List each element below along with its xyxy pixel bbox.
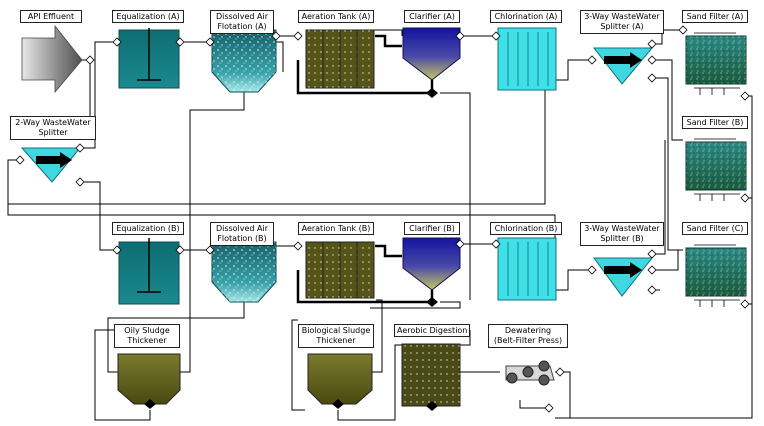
splitter-3way-a[interactable] — [592, 47, 654, 85]
label-daf-a: Dissolved Air Flotation (A) — [210, 10, 274, 34]
splitter-3way-b[interactable] — [593, 257, 654, 297]
mixer-icon — [137, 28, 161, 81]
pipe-network — [7, 29, 753, 421]
label-daf-b: Dissolved Air Flotation (B) — [210, 222, 274, 246]
label-api-effluent: API Effluent — [20, 10, 82, 23]
label-chlorination-b: Chlorination (B) — [490, 222, 562, 235]
label-daf-a-line2: Flotation (A) — [217, 22, 267, 31]
sand-filter-b[interactable] — [685, 138, 747, 201]
aerobic-digestion-tank[interactable] — [401, 343, 461, 407]
label-sand-a: Sand Filter (A) — [682, 10, 748, 23]
belt-filter-press[interactable] — [505, 360, 555, 386]
label-oily-sludge: Oily Sludge Thickener — [114, 324, 180, 348]
flow-arrow-icon — [604, 52, 642, 68]
sand-filter-a[interactable] — [685, 32, 747, 95]
label-oily-line2: Thickener — [127, 336, 167, 345]
label-bio-line1: Biological Sludge — [301, 326, 371, 335]
sand-filter-c[interactable] — [685, 244, 747, 307]
roller-icon — [506, 360, 550, 386]
equalization-a-tank[interactable] — [118, 28, 180, 89]
daf-a-tank[interactable] — [211, 29, 277, 93]
label-aerobic-digestion: Aerobic Digestion — [394, 324, 470, 337]
label-daf-b-line1: Dissolved Air — [215, 224, 269, 233]
equalization-b-tank[interactable] — [118, 238, 180, 305]
label-splitter3-b: 3-Way WasteWater Splitter (B) — [580, 222, 664, 246]
clarifier-b-tank[interactable] — [402, 237, 461, 291]
bubble-icon — [212, 30, 276, 92]
oily-sludge-thickener[interactable] — [117, 353, 181, 405]
label-bio-sludge: Biological Sludge Thickener — [298, 324, 374, 348]
label-sand-c: Sand Filter (C) — [682, 222, 748, 235]
label-splitter2-line1: 2-Way WasteWater — [15, 118, 91, 127]
label-splitter3-b-line1: 3-Way WasteWater — [584, 224, 660, 233]
api-effluent-inlet-icon — [21, 24, 83, 94]
label-equalization-a: Equalization (A) — [112, 10, 184, 23]
label-splitter2-line2: Splitter — [38, 128, 68, 137]
bubble-icon — [212, 242, 276, 302]
label-clarifier-a: Clarifier (A) — [404, 10, 460, 23]
label-daf-a-line1: Dissolved Air — [215, 12, 269, 21]
label-aeration-a: Aeration Tank (A) — [298, 10, 374, 23]
clarifier-a-tank[interactable] — [402, 27, 461, 81]
mixer-icon — [137, 238, 161, 293]
flow-arrow-icon — [36, 152, 72, 168]
label-oily-line1: Oily Sludge — [124, 326, 170, 335]
label-dewater-line2: (Belt-Filter Press) — [493, 336, 563, 345]
flow-arrow-icon — [604, 262, 642, 278]
label-aeration-b: Aeration Tank (B) — [298, 222, 374, 235]
chlorination-a-tank[interactable] — [497, 27, 557, 91]
aeration-a-tank[interactable] — [305, 29, 375, 89]
label-equalization-b: Equalization (B) — [112, 222, 184, 235]
valve-icon — [144, 88, 438, 411]
label-splitter3-b-line2: Splitter (B) — [600, 234, 644, 243]
chlorination-b-tank[interactable] — [497, 237, 557, 301]
aeration-b-tank[interactable] — [305, 241, 375, 299]
label-dewatering: Dewatering (Belt-Filter Press) — [488, 324, 568, 348]
label-clarifier-b: Clarifier (B) — [404, 222, 460, 235]
label-bio-line2: Thickener — [316, 336, 356, 345]
daf-b-tank[interactable] — [211, 241, 277, 303]
label-chlorination-a: Chlorination (A) — [490, 10, 562, 23]
label-splitter3-a-line1: 3-Way WasteWater — [584, 12, 660, 21]
label-splitter3-a-line2: Splitter (A) — [600, 22, 644, 31]
label-dewater-line1: Dewatering — [504, 326, 552, 335]
label-sand-b: Sand Filter (B) — [682, 116, 748, 129]
label-splitter3-a: 3-Way WasteWater Splitter (A) — [580, 10, 664, 34]
splitter-2way[interactable] — [20, 147, 82, 183]
bio-sludge-thickener[interactable] — [307, 353, 373, 405]
label-splitter2: 2-Way WasteWater Splitter — [10, 116, 96, 140]
label-daf-b-line2: Flotation (B) — [217, 234, 267, 243]
